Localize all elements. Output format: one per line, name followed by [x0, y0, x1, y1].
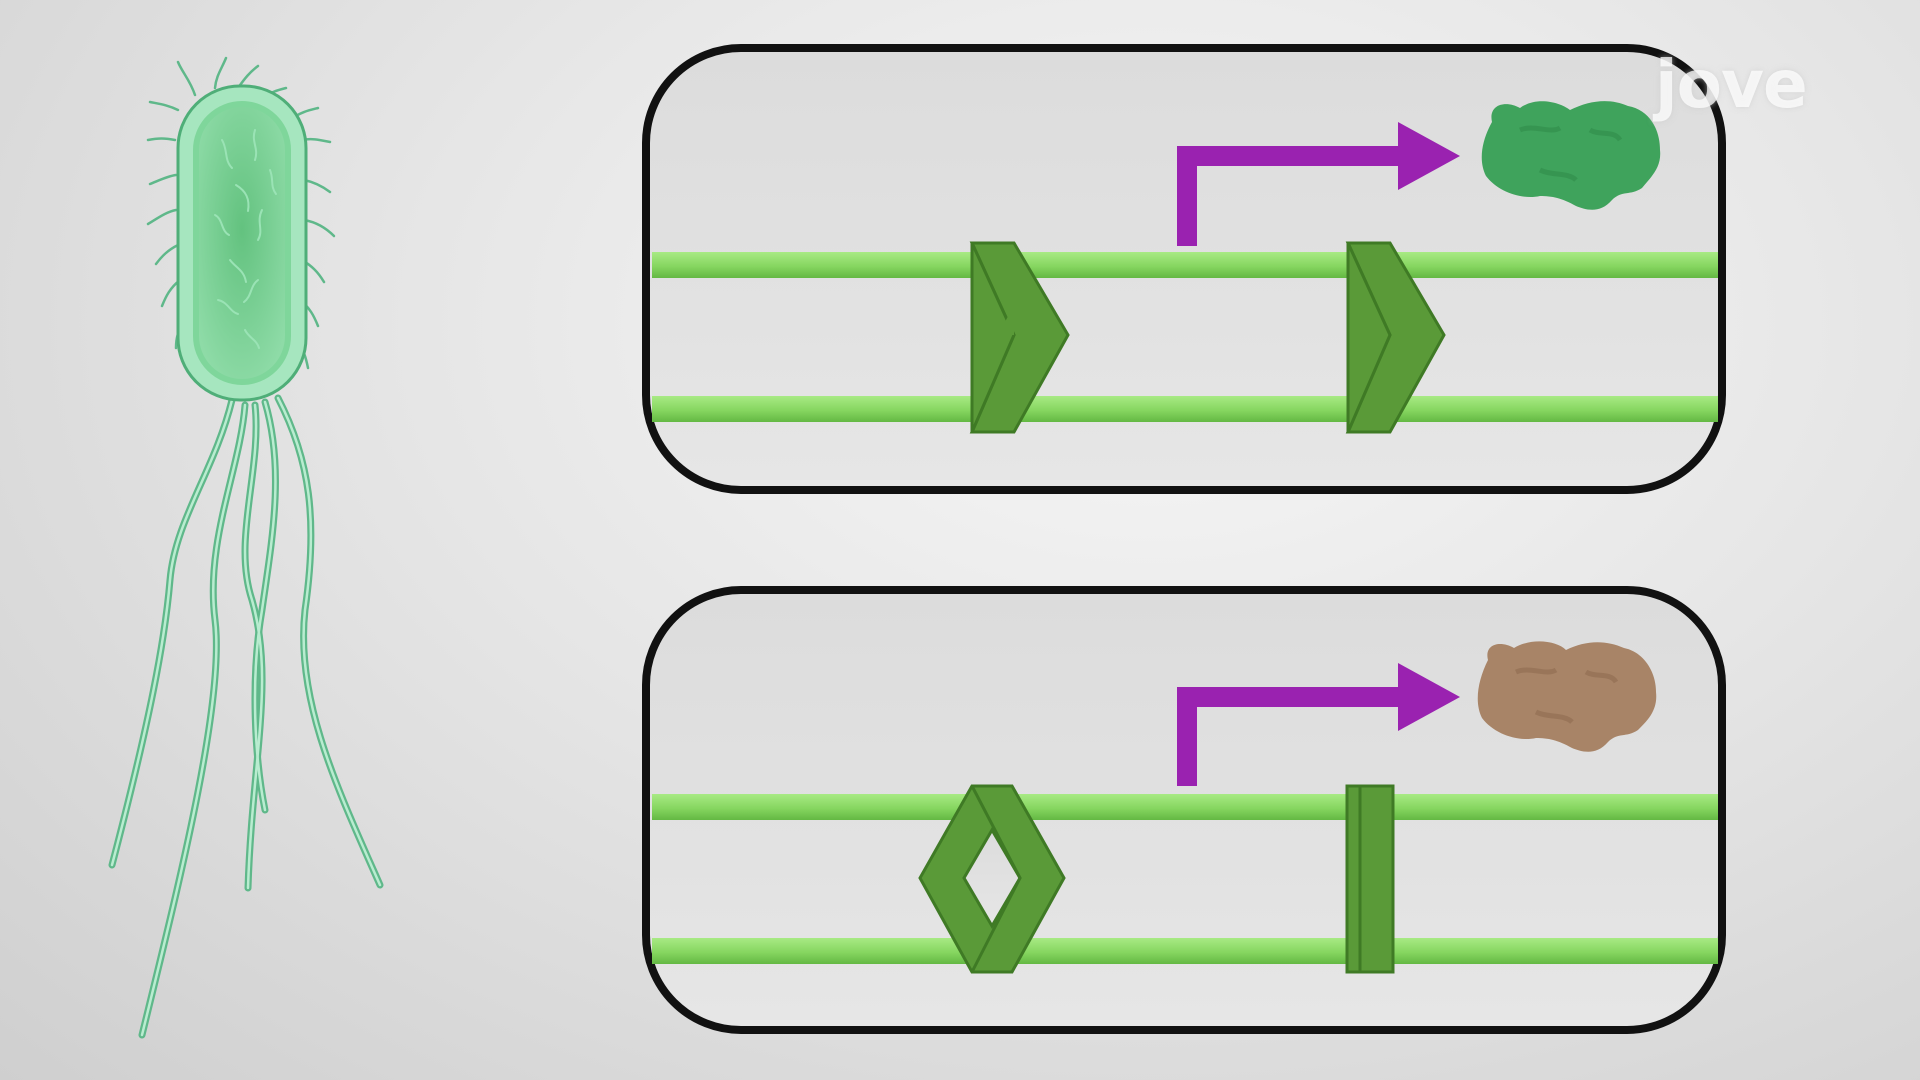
recombination-site-bar [1345, 784, 1395, 974]
promoter-arrow [1177, 663, 1460, 786]
dna-double-strand [652, 794, 1718, 964]
recombination-site-left-chevron [969, 241, 1070, 434]
jove-logo: jove [1655, 46, 1808, 123]
dna-strand-bottom [652, 396, 1718, 422]
panel-mismatched-sites [642, 586, 1726, 1034]
protein-texture [1519, 125, 1623, 182]
recombination-site-diamond [918, 784, 1066, 974]
bacterium-icon [108, 56, 384, 1039]
dna-strand-top [652, 794, 1718, 820]
recombination-site-right-chevron [1345, 241, 1446, 434]
dna-double-strand [652, 252, 1718, 422]
protein-texture [1515, 667, 1619, 724]
dna-strand-bottom [652, 938, 1718, 964]
nucleoid-squiggles [214, 129, 277, 349]
flagella [108, 394, 384, 1039]
dna-strand-top [652, 252, 1718, 278]
cell-cytoplasm [193, 101, 291, 385]
promoter-arrow [1177, 122, 1460, 246]
panel-compatible-sites [642, 44, 1726, 494]
